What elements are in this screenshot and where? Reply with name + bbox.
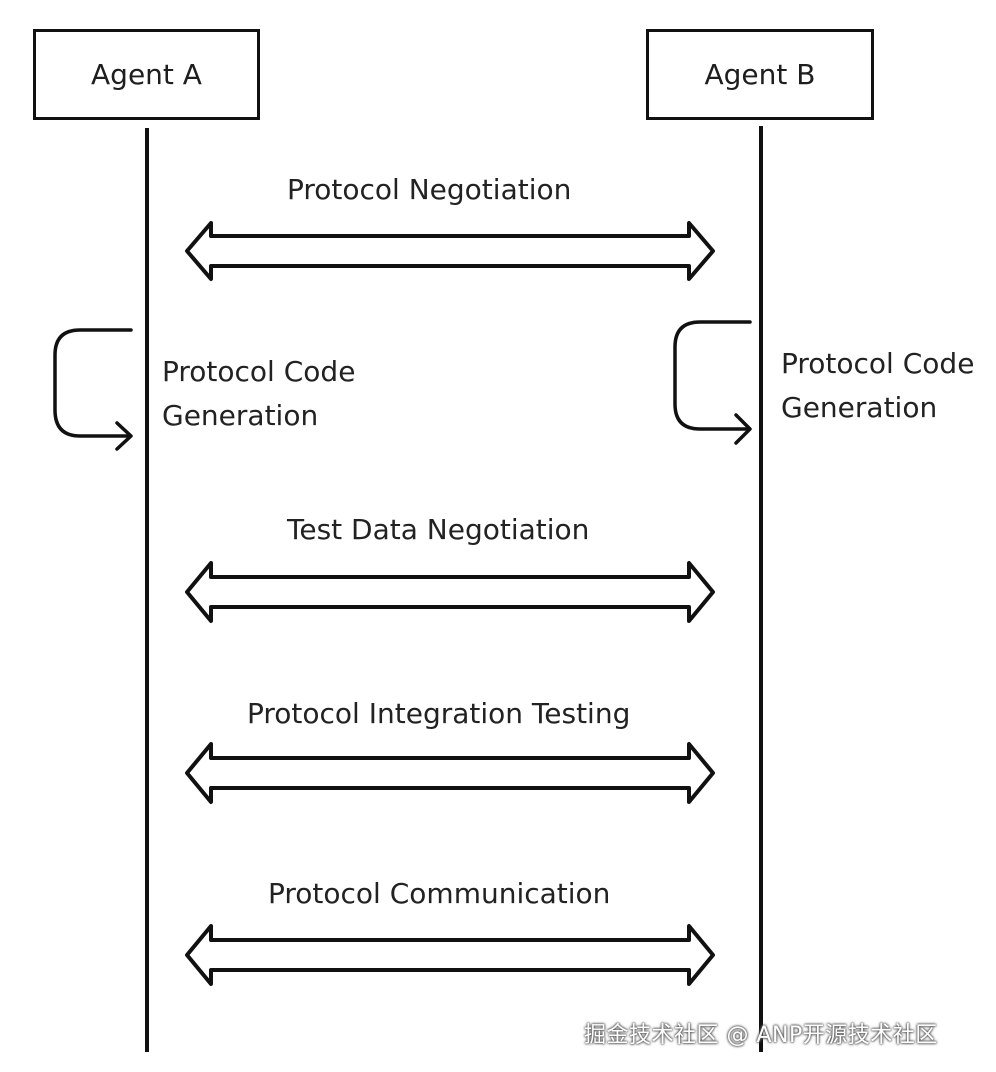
agent-a-box: Agent A: [33, 29, 260, 120]
self-step-a-line1: Protocol Code: [162, 355, 356, 388]
self-step-label-agent-a: Protocol Code Generation: [162, 350, 355, 438]
message-label-4: Protocol Communication: [268, 877, 611, 910]
message-label-3: Protocol Integration Testing: [247, 697, 631, 730]
message-label-1: Protocol Negotiation: [287, 173, 572, 206]
watermark: 掘金技术社区 @ ANP开源技术社区: [584, 1023, 938, 1048]
agent-b-label: Agent B: [704, 58, 816, 91]
message-label-2: Test Data Negotiation: [287, 513, 590, 546]
message-arrow-2: [185, 561, 715, 623]
self-loop-arrow-agent-a: [53, 328, 133, 451]
self-loop-arrow-agent-b: [673, 320, 752, 445]
message-arrow-4: [185, 924, 715, 986]
agent-a-label: Agent A: [91, 58, 202, 91]
self-step-b-line2: Generation: [781, 391, 938, 424]
self-step-label-agent-b: Protocol Code Generation: [781, 342, 974, 430]
agent-b-box: Agent B: [646, 29, 874, 120]
message-arrow-1: [185, 221, 715, 281]
message-arrow-3: [185, 742, 715, 804]
self-step-b-line1: Protocol Code: [781, 347, 975, 380]
self-step-a-line2: Generation: [162, 399, 319, 432]
